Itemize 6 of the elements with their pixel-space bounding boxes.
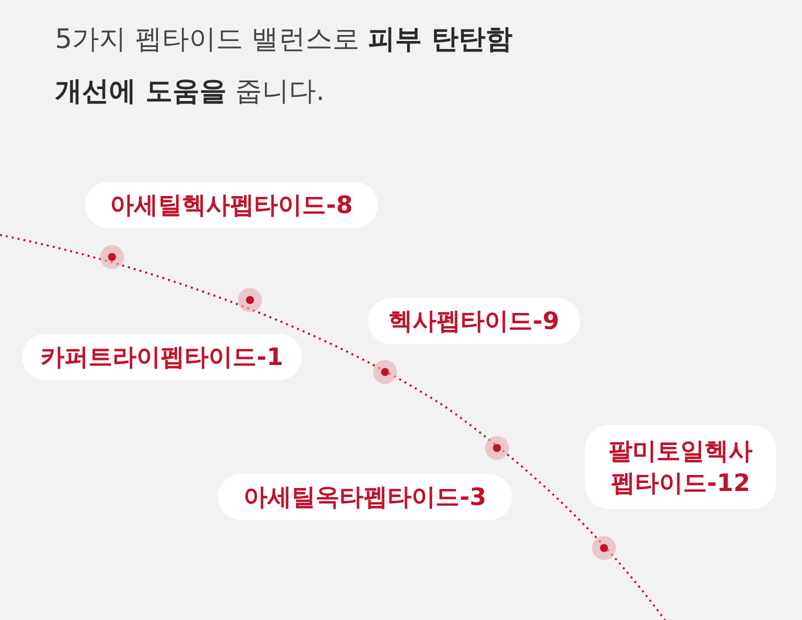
label-pill: 아세틸헥사펩타이드-8 [85, 182, 378, 228]
label-pill: 아세틸옥타펩타이드-3 [218, 474, 512, 520]
heading: 5가지 펩타이드 밸런스로 피부 탄탄함 개선에 도움을 줍니다. [55, 23, 514, 109]
label-pill: 카퍼트라이펩타이드-1 [22, 334, 302, 380]
label-pill: 헥사펩타이드-9 [368, 298, 580, 344]
label-pill: 팔미토일헥사 펩타이드-12 [585, 425, 776, 509]
